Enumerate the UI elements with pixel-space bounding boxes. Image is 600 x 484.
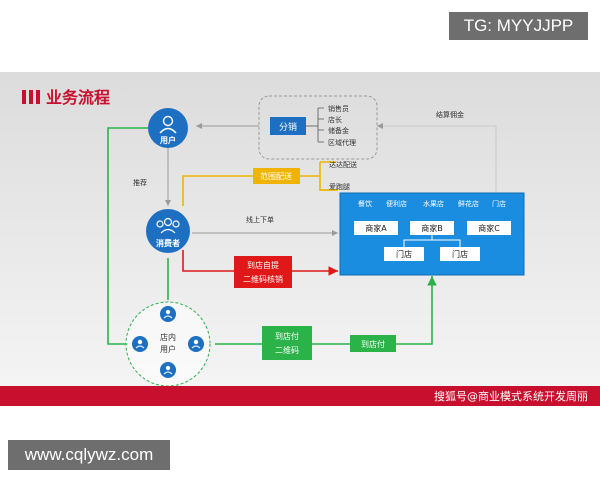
- category-catering: 餐饮: [358, 199, 372, 208]
- arrow-pay-to-merchant: [396, 276, 437, 345]
- distribution-bracket: [306, 107, 324, 143]
- role-store-manager: 店长: [328, 115, 342, 124]
- user-icon: [159, 115, 177, 134]
- group-icon: [156, 217, 180, 234]
- user-label: 用户: [159, 135, 176, 145]
- store-users-label-2: 用户: [160, 344, 176, 354]
- store-box-2: [440, 247, 480, 261]
- pay-at-store-label: 到店付: [275, 331, 299, 341]
- role-reserve-fund: 储备金: [328, 126, 349, 135]
- category-store: 门店: [492, 199, 506, 208]
- consumer-node: [146, 209, 190, 253]
- store-users-label: 店内: [160, 332, 176, 342]
- page-title: 业务流程: [46, 88, 110, 107]
- watermark-bottom: www.cqlywz.com: [8, 440, 170, 470]
- merchant-c-label: 商家C: [478, 223, 500, 233]
- qr-verify-label: 二维码核销: [243, 274, 283, 284]
- pickup-label: 到店自提: [247, 260, 279, 270]
- range-delivery-label: 范围配送: [260, 171, 292, 181]
- recommend-label: 推荐: [133, 178, 147, 187]
- store-user-avatar-right: [188, 336, 204, 352]
- distribution-box: [270, 117, 306, 135]
- header-icon: [22, 90, 40, 104]
- category-flower: 鲜花店: [458, 199, 479, 208]
- merchant-b-branch-lines: [403, 235, 461, 247]
- pay-qr-box: [262, 326, 312, 360]
- store-label-2: 门店: [452, 249, 468, 259]
- role-salesperson: 销售员: [328, 104, 349, 113]
- role-regional-agent: 区域代理: [328, 138, 356, 147]
- merchant-a-box: [354, 221, 398, 235]
- store-user-avatar-left: [132, 336, 148, 352]
- errand-label: 爱跑腿: [329, 182, 350, 191]
- qr-code-label: 二维码: [275, 345, 299, 355]
- merchant-c-box: [467, 221, 511, 235]
- green-line-user-to-store: [107, 127, 150, 345]
- watermark-top: TG: MYYJJPP: [449, 12, 588, 40]
- category-fruit: 水果店: [423, 199, 444, 208]
- merchant-b-label: 商家B: [421, 223, 443, 233]
- pickup-box: [234, 256, 292, 288]
- consumer-label: 消费者: [156, 238, 180, 248]
- merchant-a-label: 商家A: [365, 223, 387, 233]
- online-order-label: 线上下单: [246, 215, 274, 224]
- footer-band: [0, 386, 600, 406]
- store-box-1: [384, 247, 424, 261]
- pay-store-label: 到店付: [361, 339, 385, 349]
- delivery-lines: [182, 161, 338, 206]
- range-delivery-box: [253, 168, 300, 184]
- category-convenience: 便利店: [386, 199, 407, 208]
- arrow-settle-commission: [377, 123, 497, 192]
- settle-commission-label: 结算佣金: [436, 110, 464, 119]
- pay-store-box: [350, 335, 396, 352]
- dada-delivery-label: 达达配送: [329, 160, 357, 169]
- store-user-avatar-top: [160, 306, 176, 322]
- footer-credit: 搜狐号@商业模式系统开发周丽: [434, 389, 588, 403]
- store-user-avatar-bottom: [160, 362, 176, 378]
- distribution-label: 分销: [279, 121, 297, 133]
- store-label-1: 门店: [396, 249, 412, 259]
- merchant-b-box: [410, 221, 454, 235]
